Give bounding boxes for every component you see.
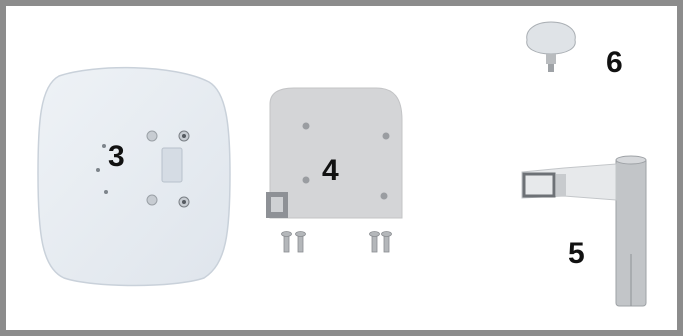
part-label-3: 3 xyxy=(108,142,125,172)
knob-image xyxy=(521,16,581,76)
part-label-6: 6 xyxy=(606,48,623,78)
base-plate-image xyxy=(34,64,234,288)
part-label-5: 5 xyxy=(568,239,585,269)
part-label-4: 4 xyxy=(322,156,339,186)
tube-bracket-image xyxy=(516,154,656,314)
